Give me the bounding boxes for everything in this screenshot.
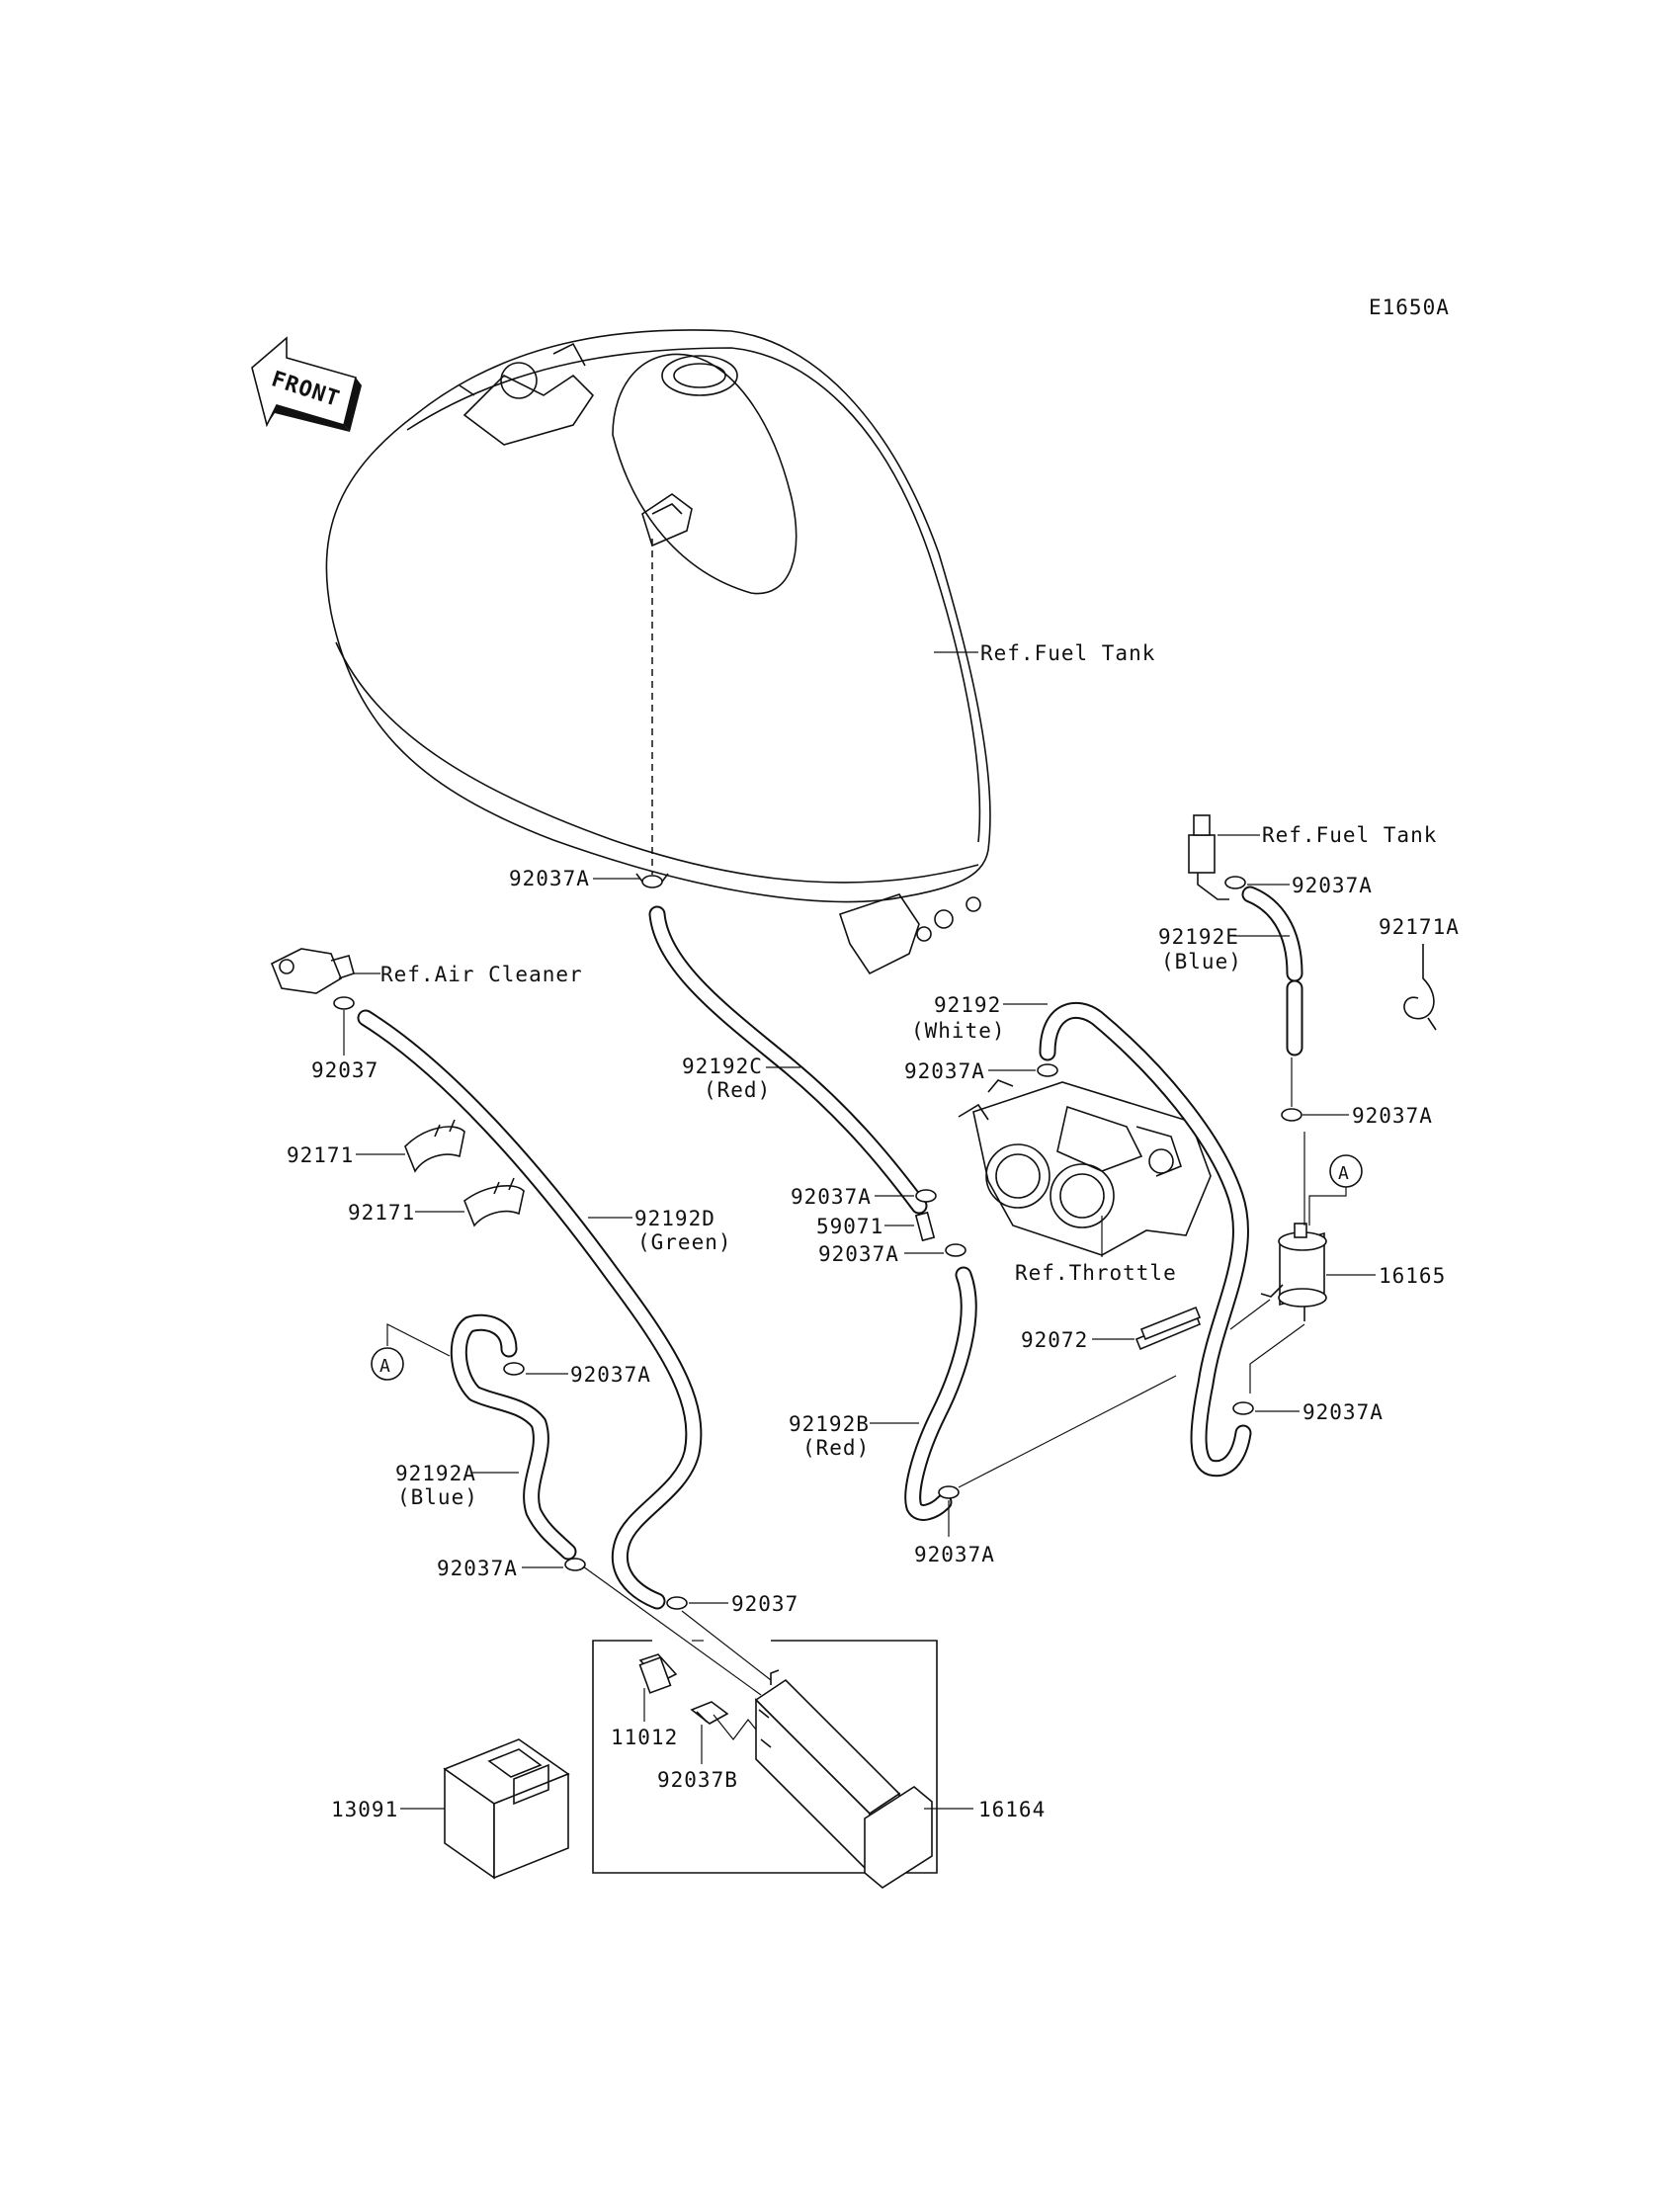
front-arrow-icon: FRONT bbox=[251, 336, 362, 432]
label-92037a-mid-right: 92037A bbox=[1352, 1104, 1433, 1128]
clamp-92037 bbox=[333, 996, 355, 1010]
label-92037a-top: 92037A bbox=[509, 867, 590, 890]
label-92037a-left: 92037A bbox=[570, 1363, 651, 1387]
label-92037a-throttle: 92037A bbox=[904, 1059, 985, 1083]
clip-92171a bbox=[1403, 944, 1437, 1031]
label-92192e-color: (Blue) bbox=[1161, 950, 1242, 973]
label-ref-throttle: Ref.Throttle bbox=[1015, 1261, 1177, 1285]
clamp-92037a-throttle bbox=[1037, 1063, 1058, 1077]
label-92037a-bottom: 92037A bbox=[914, 1543, 995, 1566]
clamp-92037a-left-bottom bbox=[564, 1558, 586, 1571]
joint-59071 bbox=[914, 1211, 936, 1242]
label-ref-fuel-tank: Ref.Fuel Tank bbox=[980, 641, 1155, 665]
label-92037a-c1: 92037A bbox=[791, 1185, 872, 1209]
air-cleaner-fitting bbox=[270, 948, 355, 994]
label-92037-bottom: 92037 bbox=[731, 1592, 798, 1616]
clamp-92037a-right-top bbox=[1224, 876, 1246, 889]
fuel-tank bbox=[325, 329, 991, 975]
label-92192-color: (White) bbox=[911, 1019, 1006, 1043]
fuel-tank-fitting bbox=[1188, 814, 1229, 900]
clip-92037b bbox=[690, 1701, 729, 1725]
clamp-92037a-filter-bottom bbox=[1232, 1401, 1254, 1415]
clamp-92037a-left bbox=[503, 1362, 525, 1376]
clamp-92037-bottom bbox=[666, 1596, 688, 1610]
label-92171a: 92171A bbox=[1379, 915, 1460, 939]
band-92072 bbox=[1134, 1306, 1202, 1351]
label-92192d-color: (Green) bbox=[637, 1230, 732, 1254]
callout-a-left: A bbox=[371, 1323, 451, 1381]
clamp-92037a-bottom bbox=[938, 1485, 960, 1499]
label-92037: 92037 bbox=[311, 1058, 378, 1082]
label-13091: 13091 bbox=[331, 1798, 398, 1821]
label-92037a-left-bottom: 92037A bbox=[437, 1557, 518, 1580]
clamp-92037a-c1 bbox=[915, 1189, 937, 1203]
label-92192b-color: (Red) bbox=[802, 1436, 870, 1460]
bracket-13091 bbox=[443, 1738, 570, 1880]
label-92192d: 92192D bbox=[634, 1207, 715, 1230]
label-92072: 92072 bbox=[1021, 1328, 1088, 1352]
diagram-id: E1650A bbox=[1369, 296, 1450, 319]
clip-92171-b bbox=[463, 1177, 525, 1227]
clamp-92037a-top bbox=[635, 873, 669, 888]
label-ref-fuel-tank-2: Ref.Fuel Tank bbox=[1262, 823, 1437, 847]
label-16165: 16165 bbox=[1379, 1264, 1446, 1288]
clamp-92037a-c2 bbox=[945, 1243, 966, 1257]
label-92192c: 92192C bbox=[682, 1055, 763, 1078]
fuel-filter-16165 bbox=[1260, 1223, 1327, 1321]
callout-a-right: A bbox=[1308, 1154, 1363, 1225]
label-92192c-color: (Red) bbox=[704, 1078, 771, 1102]
throttle-body bbox=[958, 1079, 1212, 1256]
label-92192: 92192 bbox=[934, 993, 1001, 1017]
label-92192a-color: (Blue) bbox=[397, 1485, 478, 1509]
label-92037a-filter-bottom: 92037A bbox=[1302, 1400, 1384, 1424]
label-92192e: 92192E bbox=[1158, 925, 1239, 949]
canister-frame bbox=[592, 1640, 938, 1874]
label-92037a-c2: 92037A bbox=[818, 1242, 899, 1266]
label-92192a: 92192A bbox=[395, 1462, 476, 1485]
clamp-92037a-mid-right bbox=[1281, 1108, 1302, 1122]
cap-11012 bbox=[638, 1653, 678, 1694]
label-92037a-right-top: 92037A bbox=[1292, 874, 1373, 897]
canister-16164 bbox=[754, 1669, 933, 1889]
label-11012: 11012 bbox=[611, 1726, 678, 1749]
svg-text:A: A bbox=[1338, 1163, 1350, 1184]
label-92192b: 92192B bbox=[789, 1412, 870, 1436]
label-92171-a: 92171 bbox=[287, 1143, 354, 1167]
label-16164: 16164 bbox=[978, 1798, 1046, 1821]
label-59071: 59071 bbox=[816, 1215, 883, 1238]
label-ref-air-cleaner: Ref.Air Cleaner bbox=[380, 963, 583, 986]
svg-text:A: A bbox=[379, 1356, 391, 1377]
label-92037b: 92037B bbox=[657, 1768, 738, 1792]
clip-92171-a bbox=[404, 1119, 465, 1173]
label-92171-b: 92171 bbox=[348, 1201, 415, 1225]
